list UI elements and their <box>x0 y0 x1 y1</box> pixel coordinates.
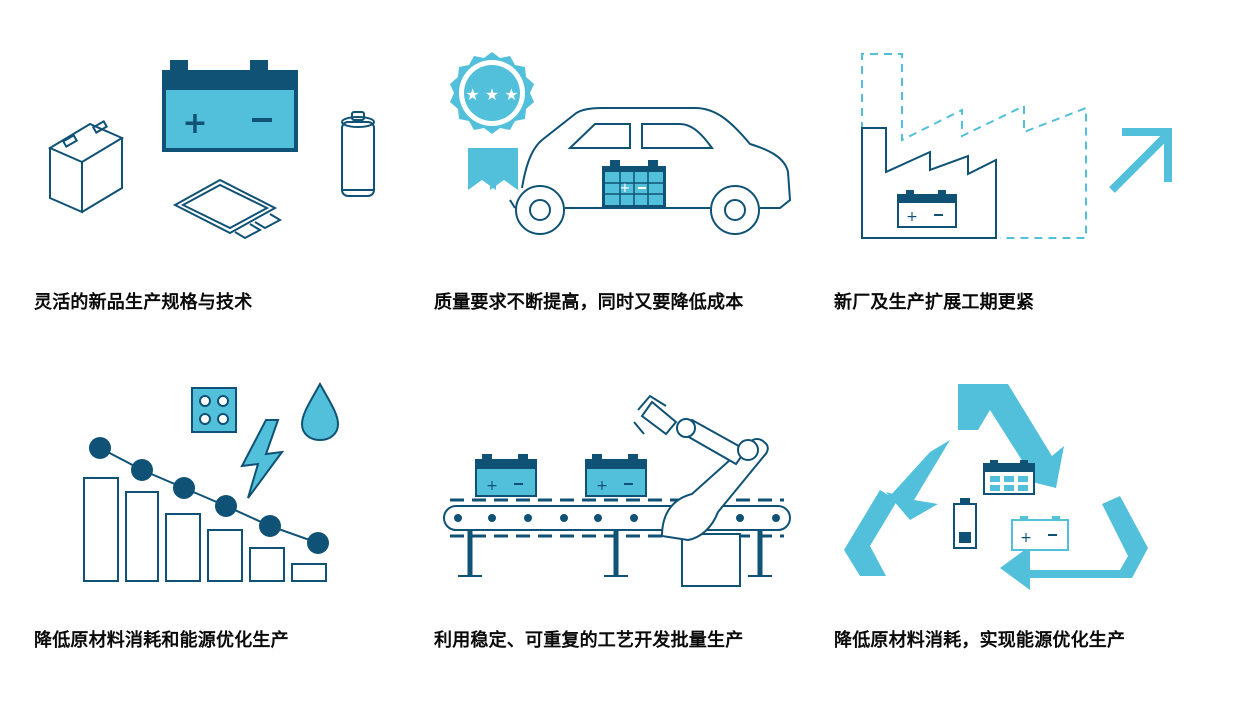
battery-recycling-icon: + <box>844 384 1148 590</box>
svg-text:+: + <box>620 181 631 196</box>
svg-text:★ ★ ★: ★ ★ ★ <box>465 85 518 104</box>
feature-caption: 降低原材料消耗，实现能源优化生产 <box>834 630 1126 651</box>
battery-formats-icon: + <box>47 60 375 240</box>
feature-caption: 灵活的新品生产规格与技术 <box>34 292 253 313</box>
svg-text:+: + <box>906 209 918 225</box>
robot-conveyor-icon: + + <box>443 394 791 587</box>
feature-card-flexible-formats: + 灵活的新品生产规格与技术 <box>30 40 430 370</box>
feature-caption: 利用稳定、可重复的工艺开发批量生产 <box>434 630 744 651</box>
quality-car-icon: + ★ ★ ★ <box>450 52 792 235</box>
feature-card-recycling: + 降低原材料消耗，实现能源优化生产 <box>830 380 1230 710</box>
svg-text:+: + <box>596 478 608 494</box>
feature-card-batch-production: + + 利用稳定、可重复的工艺开发批量生产 <box>430 380 830 710</box>
feature-caption: 质量要求不断提高，同时又要降低成本 <box>434 292 744 313</box>
feature-caption: 新厂及生产扩展工期更紧 <box>834 292 1035 313</box>
feature-card-quality-cost: + ★ ★ ★ 质量要求不断提高，同时又要降低成本 <box>430 40 830 370</box>
factory-expansion-icon: + <box>861 53 1172 239</box>
feature-card-factory-expansion: + 新厂及生产扩展工期更紧 <box>830 40 1230 370</box>
feature-card-resource-reduction: 降低原材料消耗和能源优化生产 <box>30 380 430 710</box>
svg-text:+: + <box>1020 530 1032 546</box>
feature-caption: 降低原材料消耗和能源优化生产 <box>34 630 289 651</box>
svg-text:+: + <box>486 478 498 494</box>
resource-reduction-chart-icon <box>83 381 340 582</box>
svg-text:+: + <box>182 106 207 141</box>
